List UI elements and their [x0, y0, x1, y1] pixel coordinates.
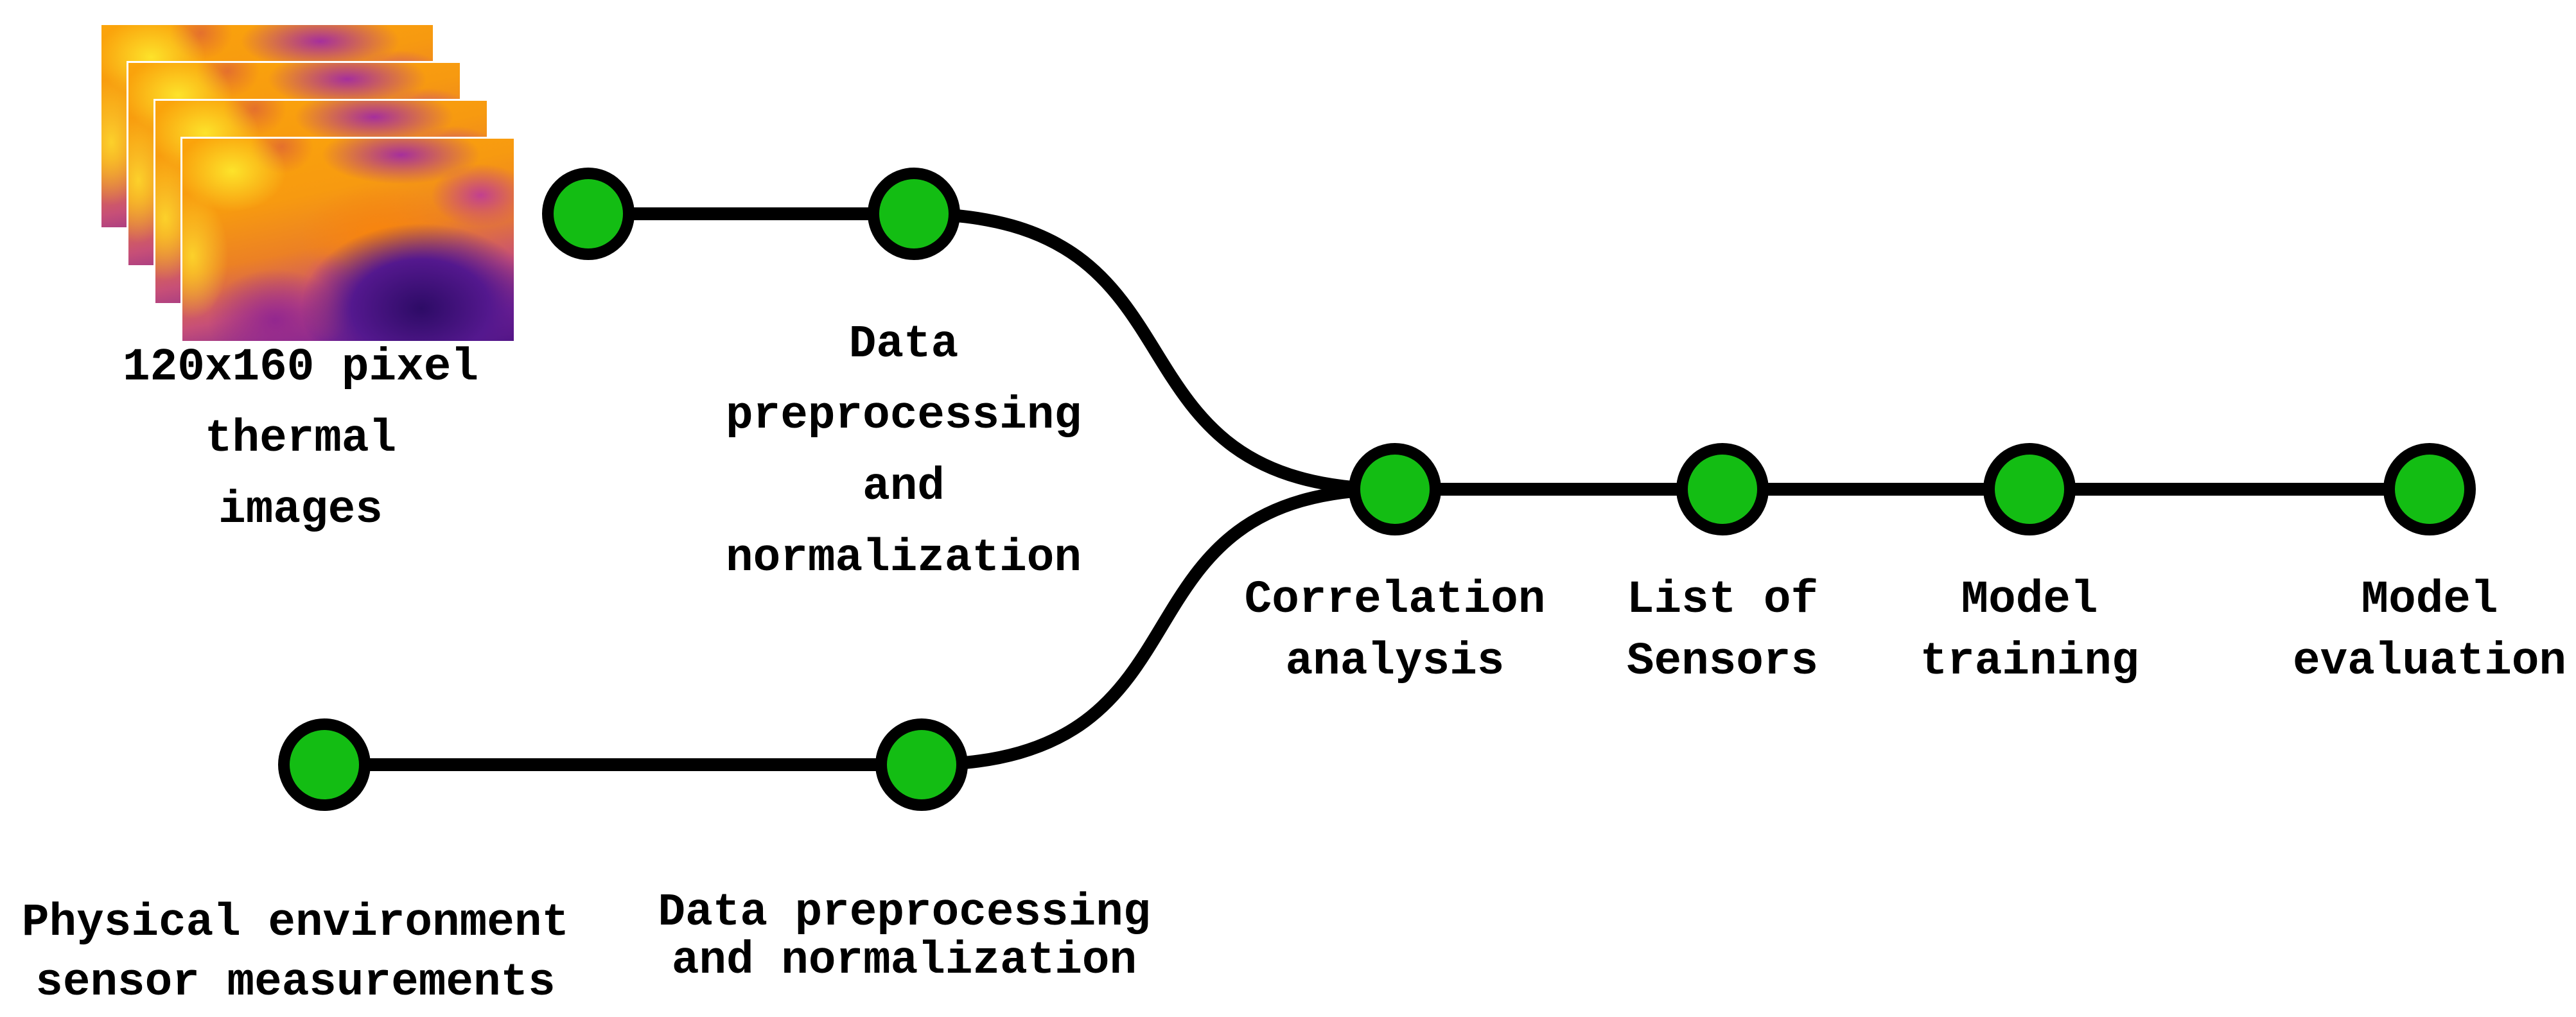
thermal-image-frame: [182, 139, 514, 341]
label-line: and normalization: [671, 935, 1137, 987]
label-line: and: [863, 462, 945, 513]
node-thermal-data-preprocessing: [868, 168, 960, 260]
label-model-evaluation: Model evaluation: [2293, 569, 2566, 693]
node-list-of-sensors: [1676, 443, 1769, 535]
label-line: images: [218, 485, 383, 536]
label-model-training: Model training: [1920, 569, 2139, 693]
label-thermal-images-caption: 120x160 pixel thermal images: [123, 333, 478, 546]
label-line: training: [1920, 636, 2139, 688]
node-model-training: [1983, 443, 2076, 535]
label-line: Data: [848, 319, 959, 370]
label-line: 120x160 pixel: [123, 342, 478, 394]
node-thermal-images-input: [542, 168, 635, 260]
label-physical-environment-sensors: Physical environment sensor measurements: [22, 894, 569, 1013]
edge-bottom-branch-merge-curve: [921, 483, 1396, 771]
label-thermal-data-preprocessing: Data preprocessing and normalization: [726, 309, 1082, 595]
label-line: evaluation: [2292, 636, 2567, 688]
label-line: Correlation: [1244, 575, 1546, 626]
label-correlation-analysis: Correlation analysis: [1245, 569, 1546, 693]
node-correlation-analysis: [1349, 443, 1441, 535]
label-line: Sensors: [1626, 636, 1819, 688]
node-sensor-data-preprocessing: [875, 718, 968, 811]
label-line: Model: [2361, 575, 2498, 626]
label-line: Physical environment: [21, 898, 570, 949]
node-sensor-measurements-input: [278, 718, 371, 811]
label-line: Data preprocessing: [658, 887, 1151, 939]
label-line: analysis: [1285, 636, 1505, 688]
edge-top-branch-merge-curve: [913, 207, 1396, 496]
label-line: normalization: [726, 533, 1082, 584]
label-sensor-data-preprocessing: Data preprocessing and normalization: [658, 889, 1151, 986]
label-list-of-sensors: List of Sensors: [1627, 569, 1818, 693]
label-line: thermal: [204, 413, 397, 465]
label-line: sensor measurements: [35, 957, 556, 1009]
label-line: List of: [1626, 575, 1819, 626]
node-model-evaluation: [2383, 443, 2476, 535]
label-line: Model: [1961, 575, 2098, 626]
label-line: preprocessing: [726, 390, 1082, 442]
